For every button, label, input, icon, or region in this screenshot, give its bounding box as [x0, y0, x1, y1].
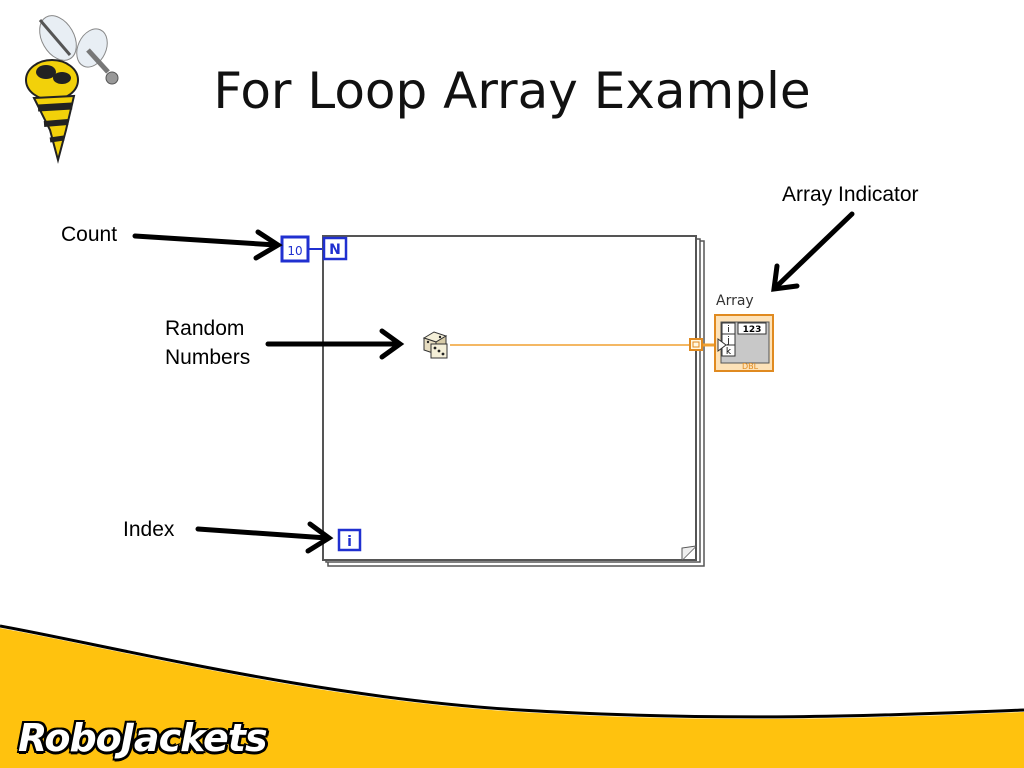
label-random-line1: Random: [165, 317, 245, 340]
slide-title: For Loop Array Example: [213, 62, 811, 120]
count-terminal[interactable]: N: [322, 236, 348, 261]
indicator-label: Array: [716, 293, 754, 309]
iteration-terminal[interactable]: i: [337, 528, 362, 552]
indicator-index-j: j: [726, 336, 730, 346]
count-constant[interactable]: 10: [280, 235, 310, 263]
arrow-index: [195, 521, 334, 554]
count-constant-value: 10: [287, 244, 302, 258]
arrow-array-indicator: [771, 211, 855, 292]
for-loop[interactable]: [322, 235, 705, 567]
arrow-random: [265, 328, 405, 360]
footer-banner: [0, 624, 1024, 768]
brand-logo-text: RoboJackets: [18, 716, 268, 760]
label-index: Index: [123, 518, 175, 541]
label-count: Count: [61, 223, 118, 246]
label-random-line2: Numbers: [165, 346, 251, 369]
iteration-terminal-label: i: [347, 534, 352, 550]
label-array-indicator: Array Indicator: [782, 183, 919, 206]
array-indicator[interactable]: i j k 123 DBL: [714, 314, 774, 372]
yellow-jacket-mascot-icon: [25, 15, 119, 164]
label-random-numbers: Random Numbers: [165, 314, 250, 372]
indicator-index-i: i: [727, 325, 730, 335]
count-terminal-label: N: [329, 242, 341, 258]
indicator-value: 123: [743, 325, 762, 335]
arrow-count: [132, 229, 283, 261]
random-number-dice-icon[interactable]: [421, 330, 449, 360]
output-tunnel[interactable]: [689, 338, 703, 351]
indicator-type: DBL: [742, 362, 759, 371]
indicator-index-k: k: [726, 347, 732, 357]
